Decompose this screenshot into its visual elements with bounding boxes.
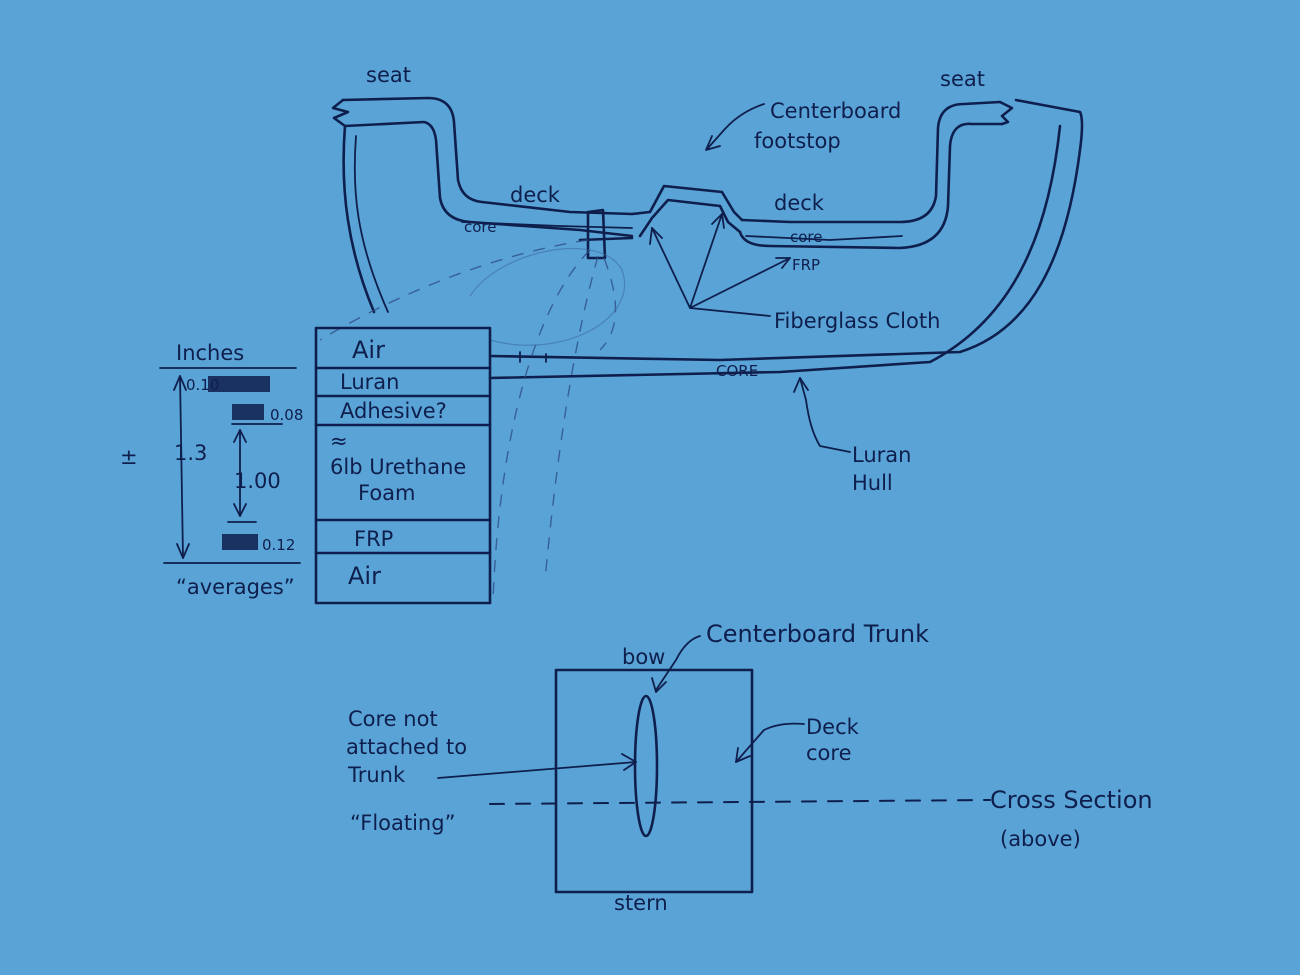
floating-label: “Floating” <box>350 811 455 835</box>
thickness-foam: 1.00 <box>234 469 281 493</box>
trunk-arrowhead <box>651 677 667 693</box>
deck-cross-section <box>319 96 1084 601</box>
core-left-label: core <box>464 218 497 236</box>
section-line <box>489 799 991 805</box>
right-seat-edge <box>998 100 1014 126</box>
deck-plan-frame <box>554 668 754 894</box>
projection-line <box>599 257 617 351</box>
total-dimension-arrows <box>173 375 190 559</box>
luran-hull-label-1: Luran <box>852 443 911 467</box>
deck-right-label: deck <box>774 191 825 215</box>
centerboard-trunk-label: Centerboard Trunk <box>706 620 929 648</box>
plus-minus-label: ± <box>120 445 138 469</box>
scribble-mark <box>222 534 258 550</box>
layer-air-bottom: Air <box>348 562 381 590</box>
detail-circle <box>469 248 625 346</box>
core-not-attached-1: Core not <box>348 707 438 731</box>
plan-view <box>437 635 991 894</box>
layer-adhesive: Adhesive? <box>340 399 447 423</box>
centerboard-footstop-label: Centerboard <box>770 99 901 123</box>
projection-line <box>544 255 599 581</box>
footstop-leader <box>707 103 765 149</box>
layer-luran: Luran <box>340 370 399 394</box>
core-not-attached-leader <box>437 761 637 779</box>
layer-air-top: Air <box>352 336 385 364</box>
layer-table <box>314 326 492 605</box>
thickness-scale <box>159 367 301 564</box>
trunk-ledge <box>578 236 634 242</box>
seat-left-label: seat <box>366 63 411 87</box>
fiberglass-leader <box>651 213 791 317</box>
deck-core-arrowhead <box>735 747 751 763</box>
cross-section-above-label: (above) <box>1000 827 1081 851</box>
total-dimension-line <box>179 375 184 559</box>
layer-table-frame <box>314 326 492 605</box>
deck-core-label-1: Deck <box>806 715 860 739</box>
trunk-leader <box>655 635 701 691</box>
right-deck-core-line <box>745 235 903 241</box>
frp-top-label: FRP <box>792 256 820 274</box>
right-hull-outer <box>488 98 1084 362</box>
stern-label: stern <box>614 891 668 915</box>
core-right-label: core <box>790 228 823 246</box>
thickness-adhesive: 0.08 <box>270 406 303 424</box>
seat-right-label: seat <box>940 67 985 91</box>
units-label: Inches <box>176 341 244 365</box>
core-not-attached-2: attached to <box>346 735 467 759</box>
footstop-outline <box>630 184 744 238</box>
footstop-arrowhead <box>705 135 721 151</box>
fiberglass-arrowheads <box>649 213 791 269</box>
right-hull-inner <box>488 124 1062 380</box>
left-deck-core-line <box>461 221 633 229</box>
luran-hull-label-2: Hull <box>852 471 893 495</box>
luran-hull-arrowhead <box>793 377 809 393</box>
core-not-attached-3: Trunk <box>347 763 406 787</box>
core-bottom-label: CORE <box>716 362 758 380</box>
thickness-luran: 0.10 <box>186 376 219 394</box>
centerboard-trunk-slot <box>633 694 659 838</box>
layer-frp: FRP <box>354 527 393 551</box>
cross-section-label: Cross Section <box>990 786 1153 814</box>
core-tick <box>519 351 547 363</box>
projection-line <box>492 249 591 601</box>
deck-core-label-2: core <box>806 741 852 765</box>
averages-note: “averages” <box>176 575 295 599</box>
luran-hull-leader <box>799 377 851 453</box>
layer-foam-2: Foam <box>358 481 416 505</box>
thickness-frp: 0.12 <box>262 536 295 554</box>
total-thickness-label: 1.3 <box>174 441 207 465</box>
deck-left-label: deck <box>510 183 561 207</box>
layer-foam-1: 6lb Urethane <box>330 455 466 479</box>
core-arrowhead <box>621 753 637 771</box>
left-hull-inner <box>353 135 389 313</box>
right-seat-outline <box>738 100 1004 250</box>
scribble-mark <box>208 376 270 392</box>
fiberglass-cloth-label: Fiberglass Cloth <box>774 309 940 333</box>
projection-line <box>319 239 589 341</box>
footstop-label: footstop <box>754 129 841 153</box>
scribble-mark <box>232 404 264 420</box>
foam-dimension-arrows <box>233 429 247 517</box>
trunk-slot <box>586 208 607 260</box>
deck-core-leader <box>735 722 805 763</box>
top-leaders <box>519 103 851 453</box>
layer-foam-approx: ≈ <box>330 429 348 453</box>
bow-label: bow <box>622 645 665 669</box>
left-hull-wall <box>331 98 376 314</box>
